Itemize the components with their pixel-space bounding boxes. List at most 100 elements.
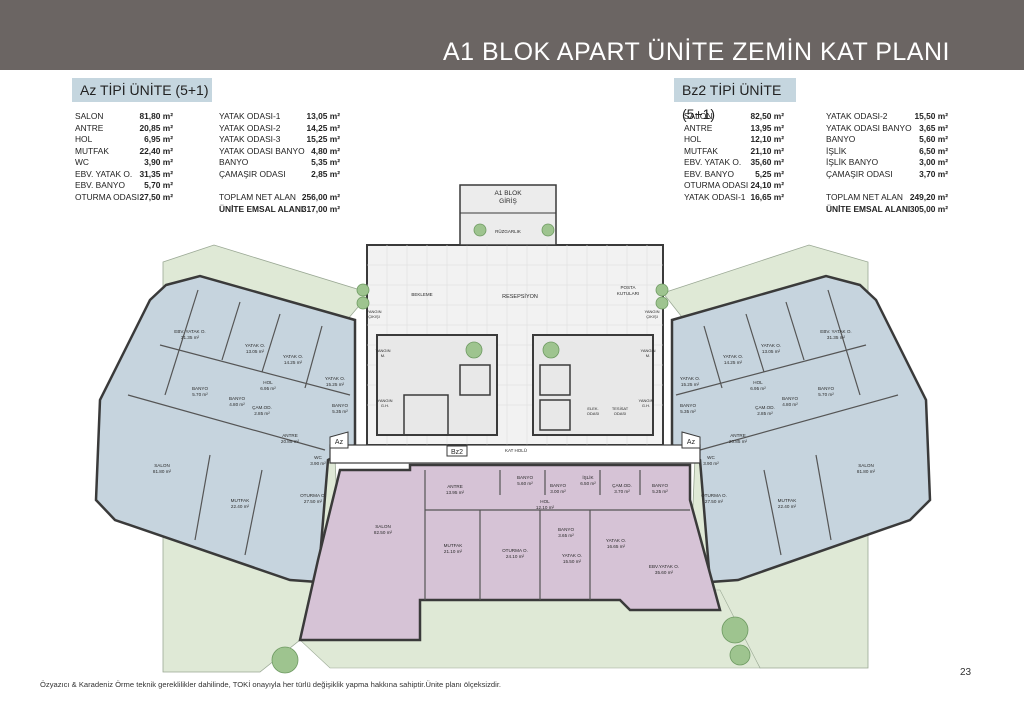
room-name: ANTRE [730, 433, 746, 438]
room-area: 3.70 m² [614, 489, 630, 494]
row-value: 16,65 m² [750, 191, 784, 202]
table-row: İŞLİK 6,50 m² [826, 146, 948, 158]
row-label: TOPLAM NET ALAN [826, 192, 903, 202]
row-label: İŞLİK BANYO [826, 157, 879, 167]
page-number: 23 [960, 667, 972, 678]
row-label: YATAK ODASI-1 [219, 111, 281, 121]
room-area: 6.95 m² [260, 386, 276, 391]
row-value: 3,70 m² [919, 168, 948, 179]
table-row: YATAK ODASI-1 16,65 m² [684, 192, 784, 204]
trees [271, 223, 751, 674]
row-value: 5,25 m² [755, 168, 784, 179]
row-value: 3,00 m² [919, 157, 948, 167]
row-label: HOL [75, 134, 93, 144]
room-name: YATAK O. [680, 376, 700, 381]
az-tag-right: Az [687, 439, 696, 446]
room-area: 13.05 m² [762, 349, 781, 354]
yangin-cikisi-right: YANGIN [644, 309, 659, 314]
room-name: YATAK O. [562, 553, 582, 558]
entrance-label: A1 BLOK [494, 190, 522, 197]
room-area: 6.95 m² [750, 386, 766, 391]
room-area: 20.85 m² [729, 439, 748, 444]
room-name: SALON [858, 463, 874, 468]
row-value: 21,10 m² [750, 145, 784, 156]
room-name: OTURMA O. [502, 548, 528, 553]
room-area: 15.50 m² [563, 559, 582, 564]
room-area: 2.85 m² [757, 411, 773, 416]
room-area: 2.85 m² [254, 411, 270, 416]
yangin-gh-left: YANGIN [377, 398, 392, 403]
row-value: 317,00 m² [301, 203, 340, 214]
az-unit-left [94, 274, 357, 584]
room-area: 4.80 m² [782, 402, 798, 407]
az-unit-label: Az TİPİ ÜNİTE (5+1) [72, 78, 212, 102]
row-label: BANYO [219, 157, 249, 167]
room-name: ANTRE [447, 484, 463, 489]
yangin-gh-right: YANGIN [638, 398, 653, 403]
posta-label-2: KUTULARI [617, 291, 639, 296]
room-name: OTURMA O. [701, 493, 727, 498]
elevator-left [403, 394, 449, 436]
row-value: 6,95 m² [144, 134, 173, 144]
room-area: 35.60 m² [655, 570, 674, 575]
room-area: 5.60 m² [517, 481, 533, 486]
table-row: İŞLİK BANYO 3,00 m² [826, 157, 948, 169]
floor-plan: A1 BLOK GİRİŞ RÜZGARLIK RESEPSİYON BEKLE… [94, 184, 932, 674]
room-name: HOL [540, 499, 550, 504]
room-area: 31.35 m² [181, 335, 200, 340]
room-area: 12.10 m² [536, 505, 555, 510]
yangin-merdiven-left-2: M. [381, 353, 385, 358]
tesisat-label-2: ODASI [614, 411, 626, 416]
room-area: 5.70 m² [818, 392, 834, 397]
row-label: EBV. YATAK O. [75, 168, 133, 179]
room-name: YATAK O. [723, 354, 743, 359]
room-name: YATAK O. [761, 343, 781, 348]
room-area: 14.25 m² [724, 360, 743, 365]
kat-holu-label: KAT HOLÜ [505, 447, 527, 453]
row-label: YATAK ODASI-2 [826, 111, 888, 121]
row-value: 24,10 m² [750, 180, 784, 190]
elek-odasi-label: ELEK. [587, 406, 598, 411]
row-label: YATAK ODASI-3 [219, 134, 281, 144]
row-value: 81,80 m² [139, 111, 173, 121]
row-label: YATAK ODASI-1 [684, 191, 746, 202]
row-label: İŞLİK [826, 145, 847, 156]
row-label: BANYO [826, 134, 856, 144]
right-room-labels: EBV. YATAK O. 31.35 m² YATAK O. 13.05 m²… [680, 329, 876, 509]
elek-odasi-label-2: ODASI [587, 411, 599, 416]
room-name: ANTRE [282, 433, 298, 438]
row-value: 15,25 m² [306, 134, 340, 144]
room-area: 3.00 m² [550, 489, 566, 494]
page-title: A1 BLOK APART ÜNİTE ZEMİN KAT PLANI [442, 38, 950, 66]
room-area: 5.35 m² [680, 409, 696, 414]
yangin-merdiven-left: YANGIN [375, 348, 390, 353]
room-name: EBV. YATAK O. [820, 329, 851, 334]
room-area: 3.90 m² [703, 461, 719, 466]
corridor [329, 444, 701, 464]
room-area: 13.95 m² [446, 490, 465, 495]
room-name: BANYO [782, 396, 799, 401]
room-name: BANYO [192, 386, 209, 391]
row-label: HOL [684, 134, 702, 144]
room-area: 27.50 m² [304, 499, 323, 504]
room-name: BANYO [652, 483, 669, 488]
row-value: 6,50 m² [919, 145, 948, 156]
tesisat-label: TESİSAT [612, 406, 629, 411]
room-name: ÇAM.OD. [755, 405, 775, 410]
row-value: 256,00 m² [301, 192, 340, 202]
row-label: OTURMA ODASI [684, 180, 749, 190]
bz2-unit [298, 463, 722, 642]
table-row: YATAK ODASI-3 15,25 m² [219, 134, 340, 146]
